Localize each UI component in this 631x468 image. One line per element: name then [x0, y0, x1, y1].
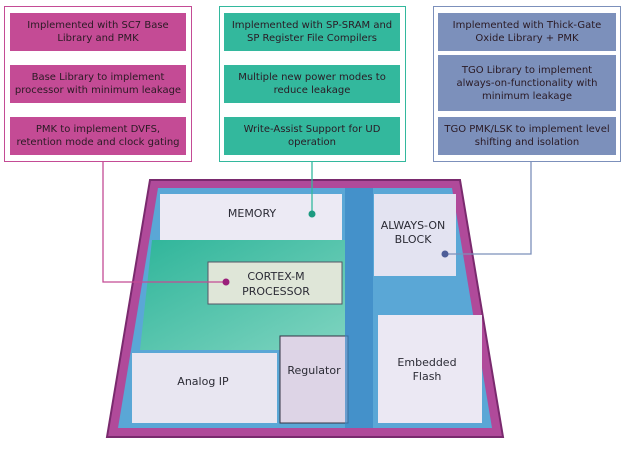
flash-label: Embedded: [397, 356, 456, 369]
dot-memory: [308, 210, 316, 218]
memory-note-1: Implemented with SP-SRAM and SP Register…: [224, 13, 400, 51]
dot-processor: [222, 278, 230, 286]
flash-label-2: Flash: [413, 370, 442, 383]
always-on-panel: Implemented with Thick-Gate Oxide Librar…: [433, 6, 621, 162]
always-on-label-2: BLOCK: [395, 233, 433, 246]
cortex-label: CORTEX-M: [247, 270, 304, 283]
interconnect-channel: [345, 188, 373, 428]
processor-note-1: Implemented with SC7 Base Library and PM…: [10, 13, 186, 51]
processor-note-3: PMK to implement DVFS, retention mode an…: [10, 117, 186, 155]
memory-note-2: Multiple new power modes to reduce leaka…: [224, 65, 400, 103]
analog-label: Analog IP: [177, 375, 229, 388]
memory-note-3: Write-Assist Support for UD operation: [224, 117, 400, 155]
processor-panel: Implemented with SC7 Base Library and PM…: [4, 6, 192, 162]
cortex-label-2: PROCESSOR: [242, 285, 310, 298]
memory-label: MEMORY: [228, 207, 277, 220]
regulator-block: [279, 335, 349, 424]
processor-note-2: Base Library to implement processor with…: [10, 65, 186, 103]
connector-always-on: [445, 162, 532, 255]
dot-always-on: [441, 250, 449, 258]
always-on-note-2: TGO Library to implement always-on-funct…: [438, 55, 616, 111]
memory-panel: Implemented with SP-SRAM and SP Register…: [219, 6, 406, 162]
always-on-note-3: TGO PMK/LSK to implement level shifting …: [438, 117, 616, 155]
flash-block: [378, 315, 482, 423]
always-on-label: ALWAYS-ON: [381, 219, 445, 232]
always-on-block: [374, 194, 456, 276]
connector-processor: [102, 162, 226, 283]
analog-block: [132, 353, 277, 423]
regulator-label: Regulator: [287, 364, 341, 377]
always-on-note-1: Implemented with Thick-Gate Oxide Librar…: [438, 13, 616, 51]
cortex-block: [207, 261, 343, 305]
